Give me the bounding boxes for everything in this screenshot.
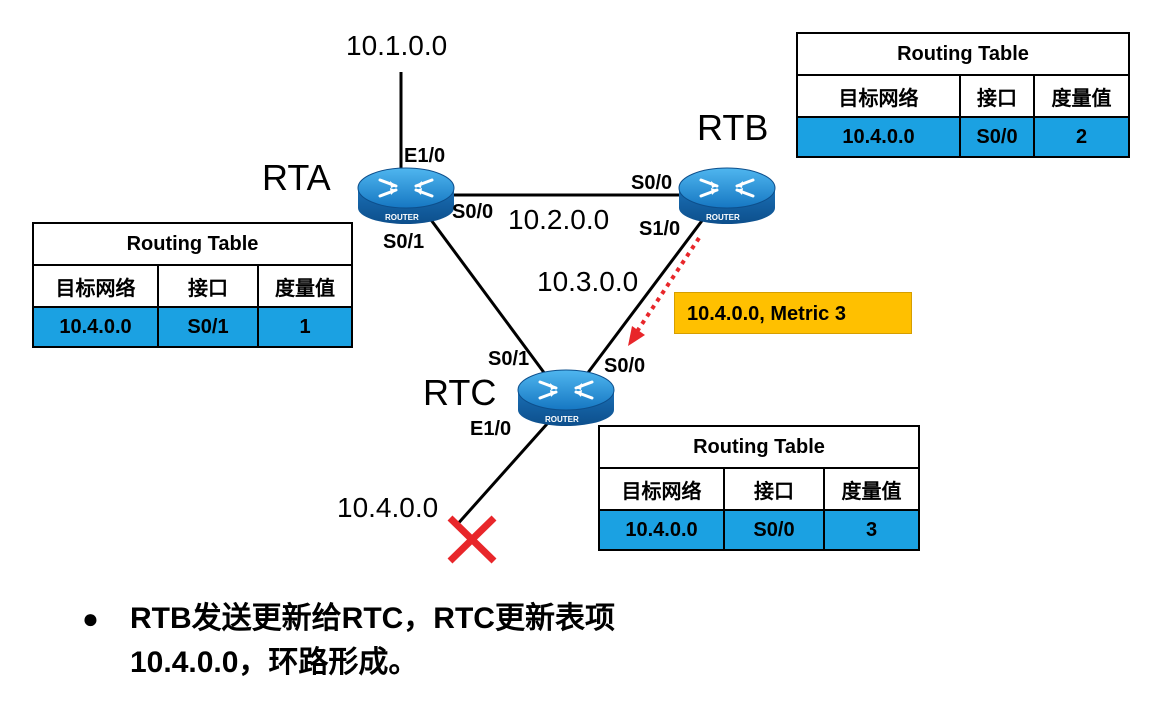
table-row: 10.4.0.0 S0/0 3 — [598, 509, 920, 551]
rtb-table-title: Routing Table — [796, 32, 1130, 76]
network-top-label: 10.1.0.0 — [346, 30, 448, 61]
rtb-row-iface: S0/0 — [959, 116, 1035, 158]
rtb-col-iface: 接口 — [959, 74, 1035, 118]
rtb-col-metric: 度量值 — [1033, 74, 1130, 118]
rtc-port-e1: E1/0 — [470, 418, 512, 440]
bullet-text: RTB发送更新给RTC，RTC更新表项 10.4.0.0，环路形成。 — [130, 597, 615, 685]
rtc-col-metric: 度量值 — [823, 467, 920, 511]
link-failure-icon — [447, 515, 497, 564]
rtc-table-title: Routing Table — [598, 425, 920, 469]
table-row: 10.4.0.0 S0/1 1 — [32, 306, 353, 348]
table-row: 10.4.0.0 S0/0 2 — [796, 116, 1130, 158]
network-rtb-rtc-label: 10.3.0.0 — [537, 266, 639, 297]
rta-col-metric: 度量值 — [257, 264, 353, 308]
bullet-line-1: RTB发送更新给RTC，RTC更新表项 — [130, 602, 615, 635]
update-arrow-line — [634, 236, 701, 335]
rtc-routing-table: Routing Table 目标网络 接口 度量值 10.4.0.0 S0/0 … — [598, 425, 920, 551]
rtc-row-dest: 10.4.0.0 — [598, 509, 725, 551]
rtc-col-iface: 接口 — [723, 467, 825, 511]
rtc-port-s1: S0/1 — [488, 348, 530, 370]
router-rtc-label: RTC — [423, 372, 497, 413]
link-rta-rtc — [418, 204, 550, 379]
rta-col-dest: 目标网络 — [32, 264, 159, 308]
update-message-box: 10.4.0.0, Metric 3 — [674, 292, 912, 334]
router-rta-label: RTA — [262, 157, 331, 198]
rta-row-metric: 1 — [257, 306, 353, 348]
rta-col-iface: 接口 — [157, 264, 259, 308]
rtc-row-iface: S0/0 — [723, 509, 825, 551]
bullet-line-2: 10.4.0.0，环路形成。 — [130, 646, 419, 679]
rta-table-title: Routing Table — [32, 222, 353, 266]
network-rtc-lan-label: 10.4.0.0 — [337, 492, 439, 523]
link-rtb-rtc — [582, 209, 712, 379]
update-arrow-head — [628, 326, 645, 346]
link-rtc-lan — [453, 414, 557, 528]
rtb-port-s1: S1/0 — [639, 218, 681, 240]
bullet-dot-icon: ● — [82, 603, 99, 634]
router-rta-badge: ROUTER — [385, 213, 419, 222]
rtb-col-dest: 目标网络 — [796, 74, 961, 118]
rta-port-e1: E1/0 — [404, 145, 446, 167]
rta-port-s0: S0/0 — [452, 201, 494, 223]
router-rtc-badge: ROUTER — [545, 415, 579, 424]
rtc-col-dest: 目标网络 — [598, 467, 725, 511]
rtb-port-s0: S0/0 — [631, 172, 673, 194]
rta-row-dest: 10.4.0.0 — [32, 306, 159, 348]
network-rta-rtb-label: 10.2.0.0 — [508, 204, 610, 235]
rtc-row-metric: 3 — [823, 509, 920, 551]
router-rtb-badge: ROUTER — [706, 213, 740, 222]
rtb-row-metric: 2 — [1033, 116, 1130, 158]
rta-port-s1: S0/1 — [383, 231, 425, 253]
rta-row-iface: S0/1 — [157, 306, 259, 348]
rtb-row-dest: 10.4.0.0 — [796, 116, 961, 158]
rtb-routing-table: Routing Table 目标网络 接口 度量值 10.4.0.0 S0/0 … — [796, 32, 1130, 158]
rtc-port-s0: S0/0 — [604, 355, 646, 377]
rta-routing-table: Routing Table 目标网络 接口 度量值 10.4.0.0 S0/1 … — [32, 222, 353, 348]
router-rtb-label: RTB — [697, 107, 769, 148]
